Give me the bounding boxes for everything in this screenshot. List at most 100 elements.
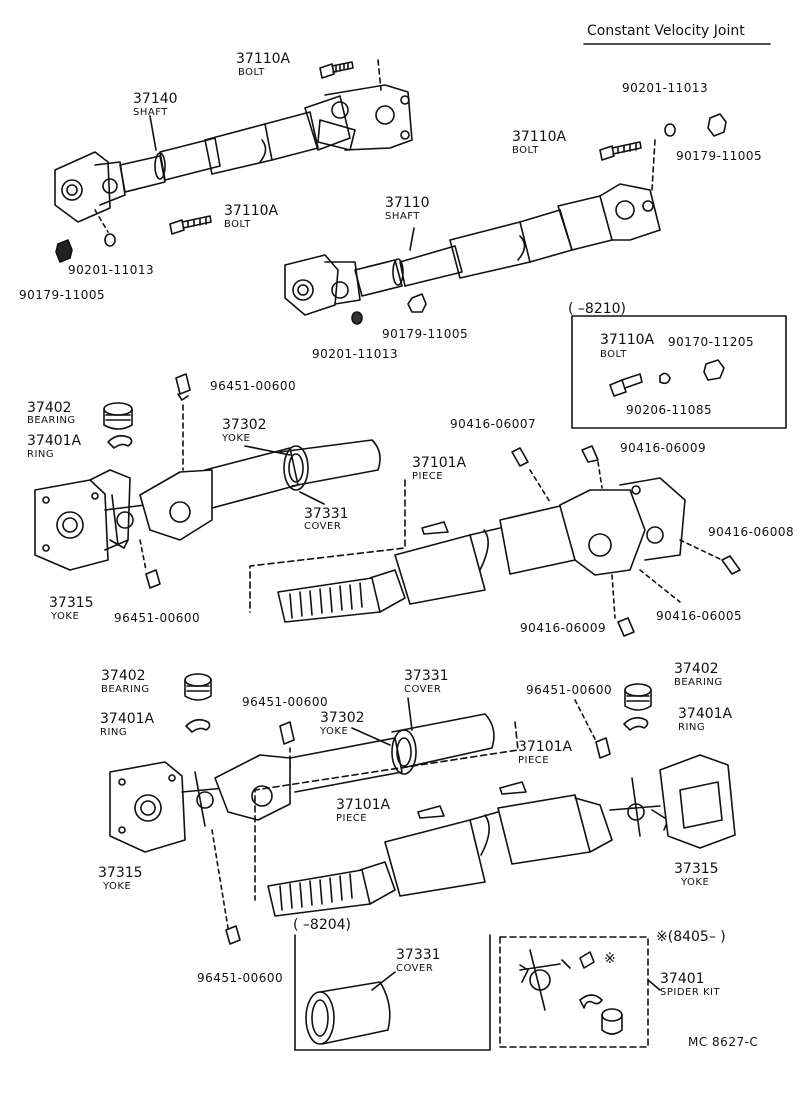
leader-37331-b: [407, 697, 413, 731]
drawing-code: MC 8627-C: [688, 1035, 759, 1049]
part-name-shaft-37110: SHAFT: [385, 211, 420, 222]
part-number-37331-b: 37331: [404, 668, 449, 684]
leader-37140: [149, 115, 157, 151]
nut-90179-right-low: [407, 293, 427, 313]
yoke-37302-a: [139, 439, 381, 541]
propeller-shaft-37140: [54, 84, 413, 223]
leader-37302-a: [244, 445, 291, 456]
part-number-37302-a: 37302: [222, 417, 267, 433]
part-number-37401A-a: 37401A: [27, 433, 82, 449]
box-8210-title: ( –8210): [568, 301, 627, 317]
box-part-number-37110A: 37110A: [600, 332, 655, 348]
spider-kit-parts: [519, 949, 623, 1035]
box-8204-frame: [294, 934, 491, 1051]
part-number-90179-right-top: 90179-11005: [676, 149, 763, 163]
part-name-ring-b: RING: [100, 727, 128, 738]
part-number-37140: 37140: [133, 91, 178, 107]
part-name-piece-b: PIECE: [518, 755, 550, 766]
part-number-96451-b: 96451-00600: [526, 683, 613, 697]
part-number-37402-a: 37402: [27, 400, 72, 416]
part-number-90201-right-top: 90201-11013: [622, 81, 709, 95]
leader-grease-a: [139, 539, 147, 571]
leader-piece-b: [254, 721, 519, 901]
part-name-piece-a: PIECE: [412, 471, 444, 482]
yoke-37315-b: [109, 761, 186, 853]
part-number-37331-a: 37331: [304, 506, 349, 522]
box-part-number-90206: 90206-11085: [626, 403, 713, 417]
leader-cover-box: [371, 971, 396, 991]
leader-06009-b: [611, 574, 616, 619]
cover-37331-box: [305, 981, 391, 1045]
ring-37401A-b: [185, 718, 211, 733]
bearing-37402-b: [184, 673, 212, 701]
spider-c: [609, 777, 669, 837]
washer-90201-right-top: [664, 123, 676, 137]
part-number-37302-b: 37302: [320, 710, 365, 726]
part-name-bearing-a: BEARING: [27, 415, 76, 426]
part-number-90416-06007: 90416-06007: [450, 417, 537, 431]
bolts-90416: [511, 445, 741, 637]
box-spider-kit-frame: [499, 936, 649, 1048]
part-name-shaft-37140: SHAFT: [133, 107, 168, 118]
part-name-cover-a: COVER: [304, 521, 342, 532]
part-name-bearing-b: BEARING: [101, 684, 150, 695]
part-name-piece-c: PIECE: [336, 813, 368, 824]
part-number-90416-06009-b: 90416-06009: [520, 621, 607, 635]
slip-shaft-b: [267, 794, 613, 917]
leader-spider-kit: [647, 979, 661, 991]
leader-bolt-top: [377, 59, 382, 91]
part-number-37101A-c: 37101A: [336, 797, 391, 813]
part-number-37315-c: 37315: [674, 861, 719, 877]
part-name-ring-c: RING: [678, 722, 706, 733]
part-name-yoke-37302-b: YOKE: [320, 726, 349, 737]
grease-fitting-b: [279, 721, 295, 745]
part-name-yoke-37302-a: YOKE: [222, 433, 251, 444]
leader-06007: [529, 469, 551, 503]
part-number-90179-right-low: 90179-11005: [382, 327, 469, 341]
spider-kit-title: ※(8405– ): [656, 929, 726, 945]
part-number-37401A-b: 37401A: [100, 711, 155, 727]
bearing-37402-c: [624, 683, 652, 711]
part-number-90179-left: 90179-11005: [19, 288, 106, 302]
box-8210-parts: [609, 359, 725, 397]
box-part-name-cover: COVER: [396, 963, 434, 974]
slip-shaft-a: [277, 477, 686, 623]
grease-fitting-d: [225, 925, 241, 945]
box-8204-title: ( –8204): [293, 917, 352, 933]
yoke-37315-c: [659, 754, 736, 849]
part-number-90201-left: 90201-11013: [68, 263, 155, 277]
part-name-yoke-37315-a: YOKE: [51, 611, 80, 622]
bolt-37110A-right: [599, 141, 642, 161]
yoke-37302-b: [214, 713, 495, 821]
diagram-title: Constant Velocity Joint: [587, 23, 745, 39]
leader-right-top: [651, 139, 656, 191]
part-name-spider-kit: SPIDER KIT: [660, 987, 721, 998]
washer-90201-right-low: [351, 311, 363, 325]
yoke-37315-a: [34, 469, 131, 571]
leader-06005: [639, 569, 681, 603]
part-number-37401: 37401: [660, 971, 705, 987]
part-number-96451-d: 96451-00600: [197, 971, 284, 985]
part-number-37110: 37110: [385, 195, 430, 211]
washer-90201-left: [104, 233, 116, 247]
part-number-90416-06008: 90416-06008: [708, 525, 795, 539]
part-number-37110A-right: 37110A: [512, 129, 567, 145]
grease-fitting-top: [175, 373, 191, 401]
ring-37401A-c: [623, 716, 649, 731]
part-name-cover-b: COVER: [404, 684, 442, 695]
part-name-bolt-top: BOLT: [238, 67, 265, 78]
part-number-37402-c: 37402: [674, 661, 719, 677]
part-number-37402-b: 37402: [101, 668, 146, 684]
piece-37101A-b: [499, 781, 527, 795]
leader-grease-d: [211, 829, 229, 929]
part-number-96451-a: 96451-00600: [114, 611, 201, 625]
part-name-yoke-37315-b: YOKE: [103, 881, 132, 892]
part-number-37401A-c: 37401A: [678, 706, 733, 722]
part-number-96451-c: 96451-00600: [242, 695, 329, 709]
nut-90179-right-top: [707, 113, 727, 137]
part-name-bolt-right: BOLT: [512, 145, 539, 156]
bolt-37110A-mid: [169, 215, 212, 235]
part-number-37101A-b: 37101A: [518, 739, 573, 755]
